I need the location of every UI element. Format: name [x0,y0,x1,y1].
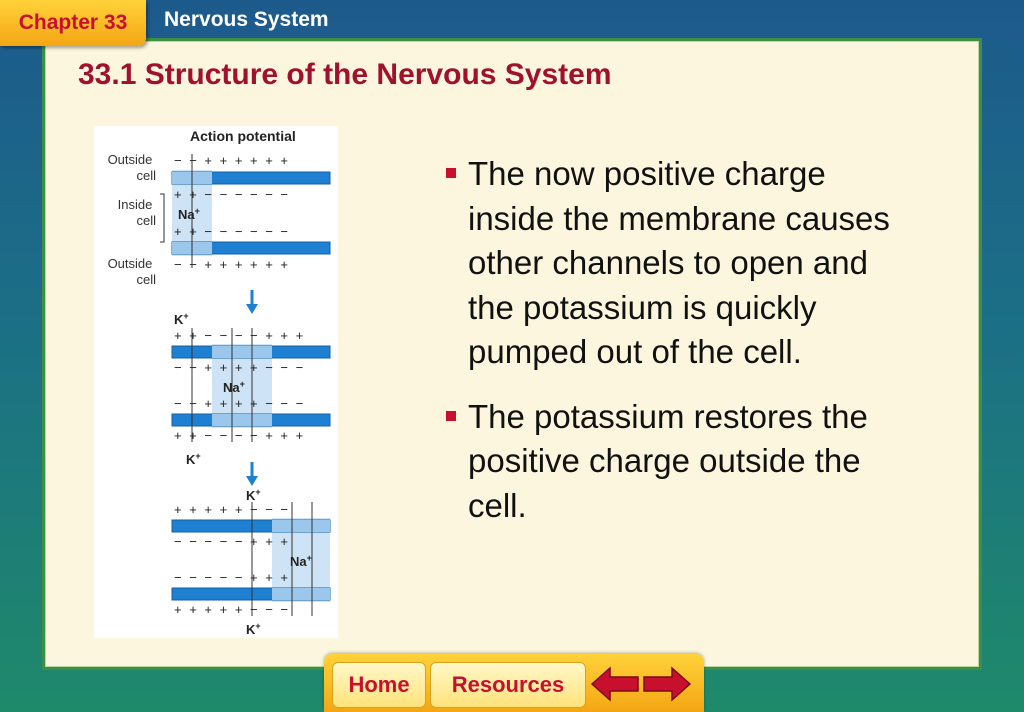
potassium-label: K+ [246,621,261,637]
down-arrow-icon [246,290,258,314]
sodium-label: Na+ [290,553,312,569]
bullet-text: The now positive charge inside the membr… [468,155,890,370]
chapter-label: Chapter 33 [18,11,128,34]
charges-row: + + + + + − − − [174,602,290,617]
home-button-label: Home [348,672,410,697]
channel-bottom [212,414,272,426]
charges-row: − − − − − + + + [174,534,290,549]
sodium-label: Na+ [178,206,200,222]
channel-bottom [272,588,330,600]
inside-cell-label: Inside cell [118,197,156,228]
bullet-list: The now positive charge inside the membr… [444,152,914,548]
diagram-title: Action potential [190,128,296,144]
chapter-tab: Chapter 33 [0,0,146,46]
potassium-label: K+ [186,451,201,467]
charges-row: − − + + + + − − − [174,360,305,375]
slide-title: 33.1 Structure of the Nervous System [78,58,612,91]
down-arrow-icon [246,462,258,486]
right-arrow-icon[interactable] [642,666,692,702]
charges-row: + + − − − − − − [174,187,290,202]
bullet-item: The now positive charge inside the membr… [444,152,914,375]
bracket [160,193,165,243]
charges-row: + + − − − − + + + [174,328,305,343]
bullet-text: The potassium restores the positive char… [468,397,868,524]
nav-bar: Home Resources [324,654,704,712]
channel-top [272,520,330,532]
potassium-label: K+ [174,311,189,327]
charges-row: − − + + + + + + [174,257,290,272]
action-potential-diagram: Action potential − − + + + + + + + + − −… [94,126,338,638]
bullet-item: The potassium restores the positive char… [444,395,914,529]
resources-button[interactable]: Resources [430,662,586,708]
charges-row: − − − − − + + + [174,570,290,585]
panel-1: − − + + + + + + + + − − − − − − + + − − … [108,152,331,287]
charges-row: + + − − − − − − [174,224,290,239]
outside-cell-label: Outside cell [108,256,157,287]
outside-cell-label: Outside cell [108,152,157,183]
resources-button-label: Resources [451,672,565,697]
bullet-square-icon [446,410,456,421]
bullet-square-icon [446,168,456,178]
charges-row: − − + + + + − − − [174,396,305,411]
panel-3: K+ + + + + + − − − − − − − − + + + − − −… [171,487,331,637]
charges-row: + + − − − − + + + [174,428,305,443]
section-title: Nervous System [164,8,329,31]
charges-row: + + + + + − − − [174,502,290,517]
home-button[interactable]: Home [332,662,426,708]
potassium-label: K+ [246,487,261,503]
channel-top [212,346,272,358]
panel-2: K+ + + − − − − + + + − − + + + + − − − −… [171,311,331,467]
charges-row: − − + + + + + + [174,153,290,168]
left-arrow-icon[interactable] [590,666,640,702]
sodium-label: Na+ [223,379,245,395]
